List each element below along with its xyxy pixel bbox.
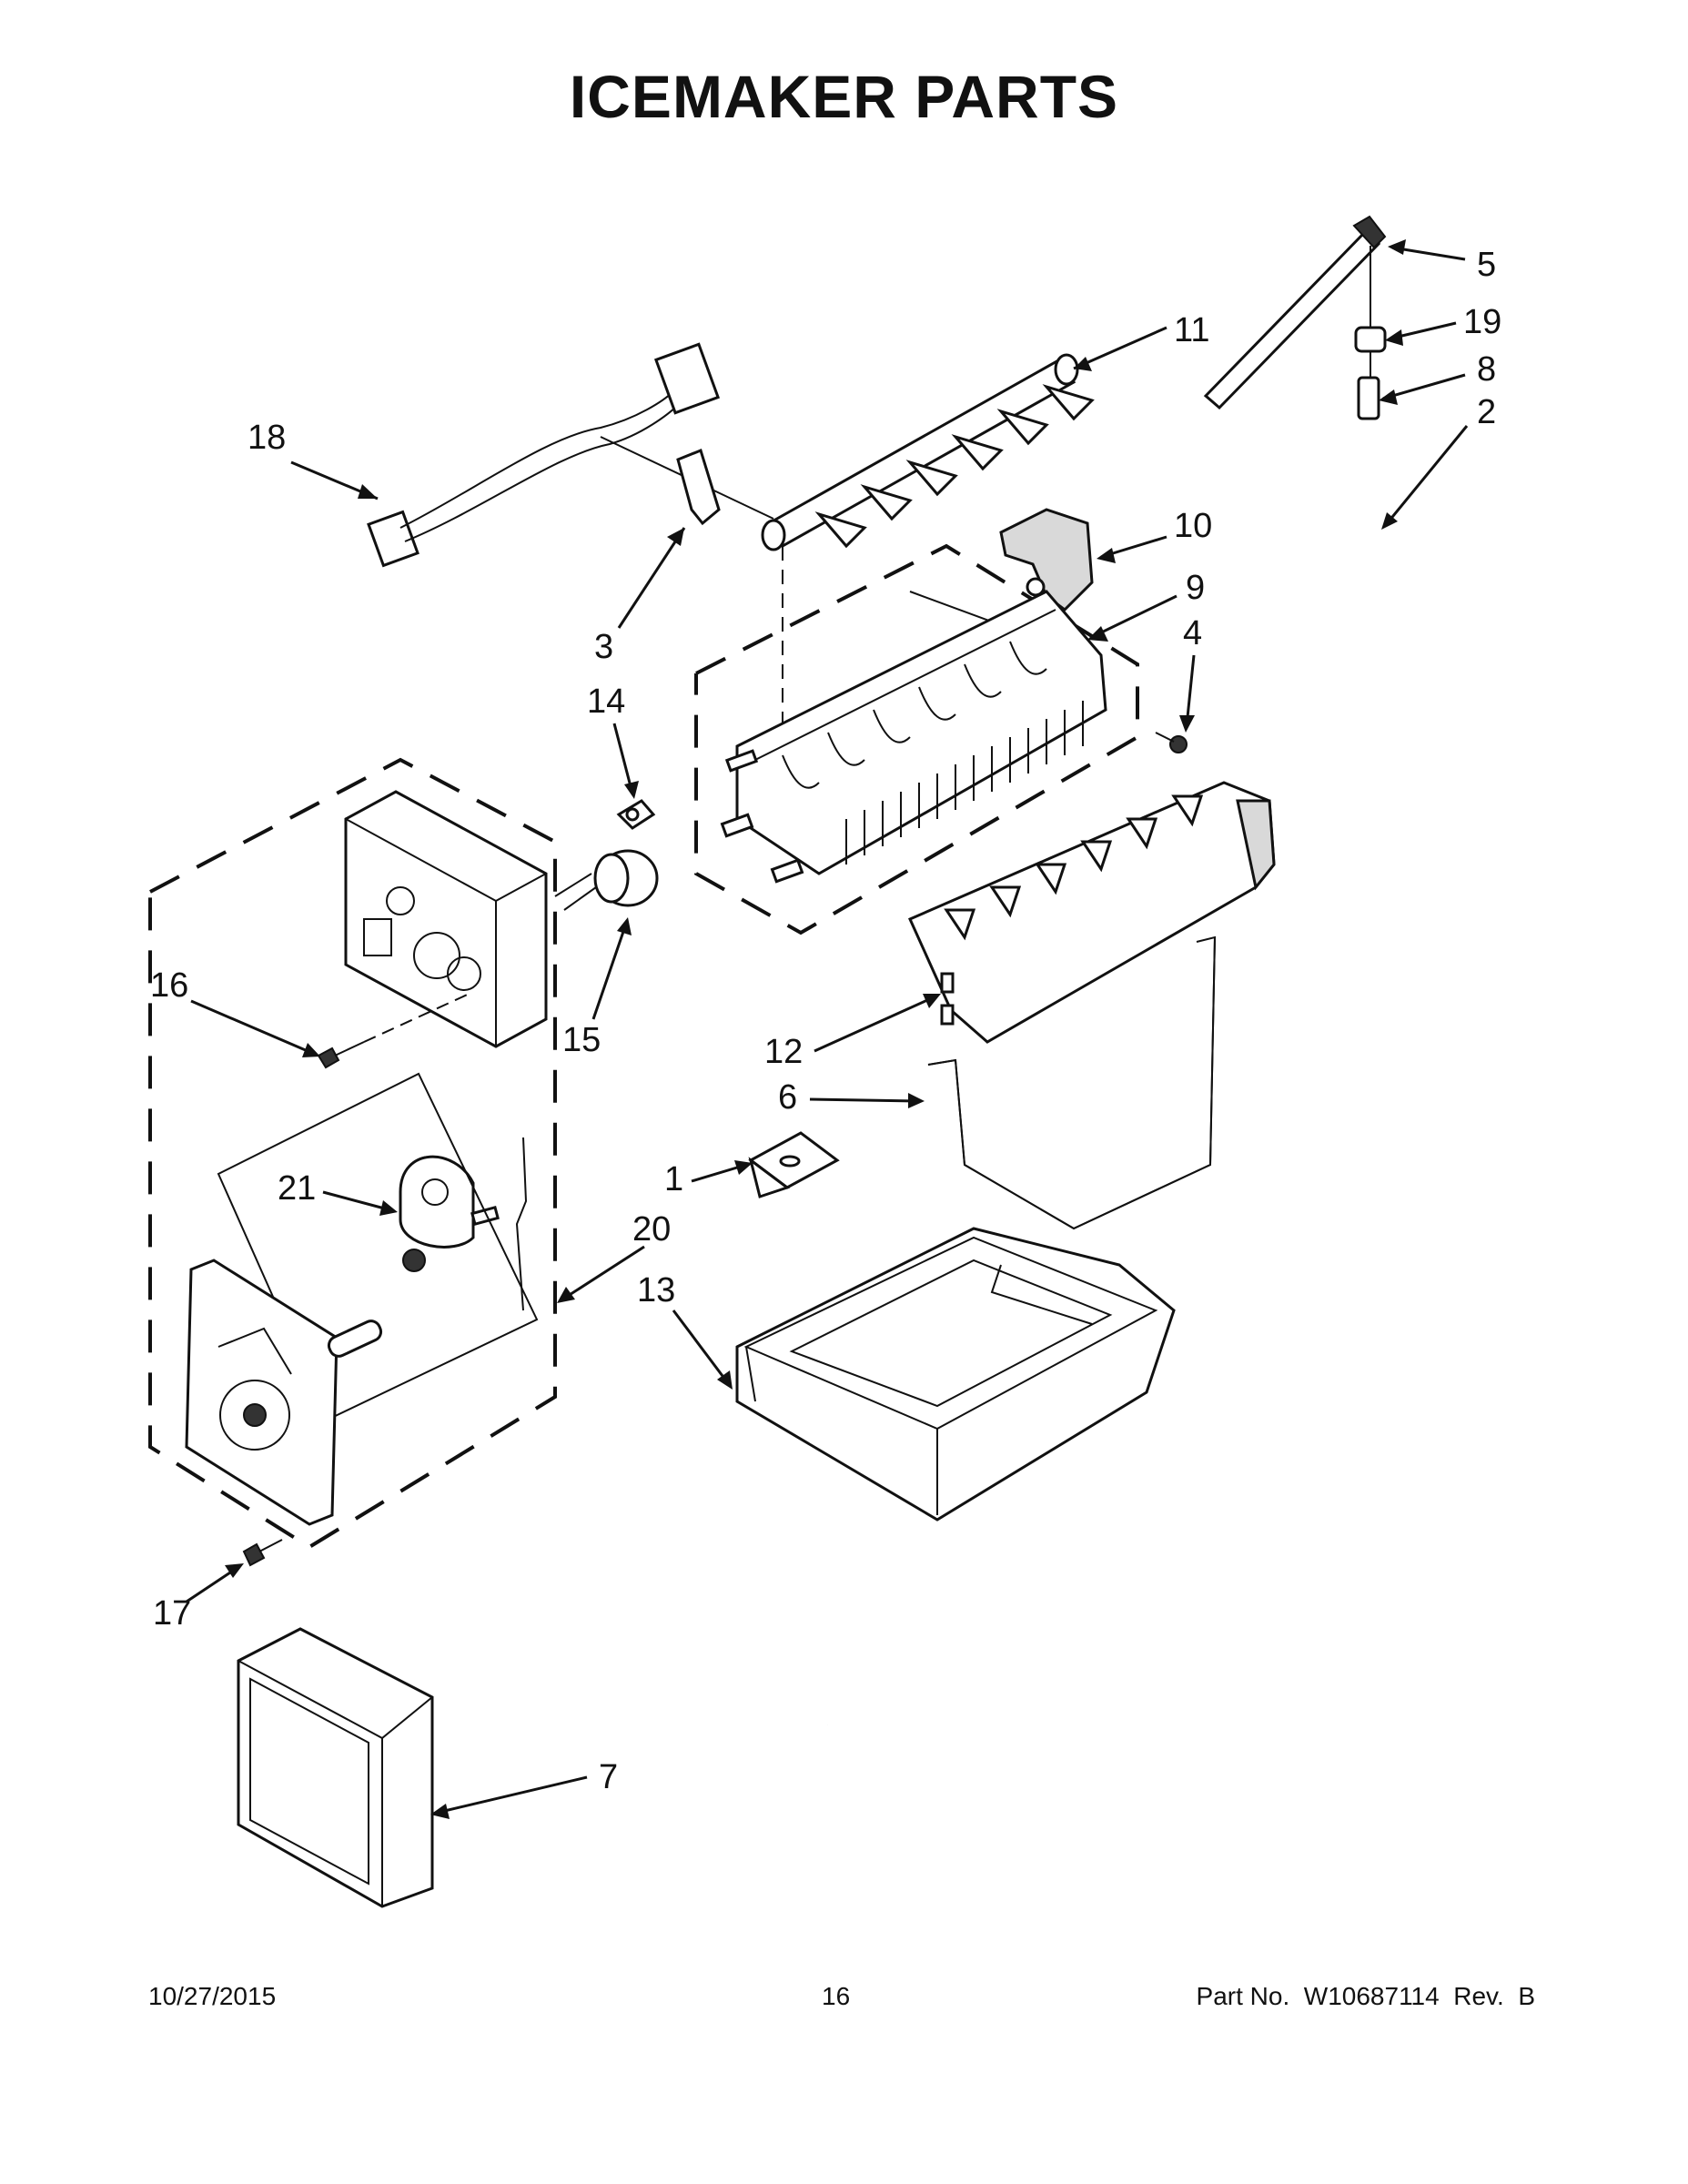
water-tube-part xyxy=(826,437,1371,1909)
svg-text:3: 3 xyxy=(594,628,613,666)
callout-10: 10 xyxy=(1097,507,1212,563)
callout-5: 5 xyxy=(1388,239,1496,284)
callout-15: 15 xyxy=(562,917,632,1059)
icemaker-mold-part xyxy=(720,590,1107,884)
svg-text:20: 20 xyxy=(632,1210,671,1249)
callout-8: 8 xyxy=(1379,350,1496,405)
footer-date: 10/27/2015 xyxy=(148,1982,277,2010)
bracket-part xyxy=(999,508,1094,612)
svg-text:17: 17 xyxy=(153,1594,191,1633)
callout-14: 14 xyxy=(587,682,639,799)
mold-cover-part xyxy=(908,781,1276,1044)
callout-3: 3 xyxy=(594,527,686,666)
svg-text:13: 13 xyxy=(637,1271,675,1309)
ice-bin-part xyxy=(735,1227,1176,1522)
page-title: ICEMAKER PARTS xyxy=(569,63,1119,130)
thermostat-part xyxy=(554,849,659,911)
control-housing-part xyxy=(344,790,548,1048)
cover-box-part xyxy=(237,1627,434,1908)
callout-16: 16 xyxy=(150,966,320,1057)
svg-text:16: 16 xyxy=(150,966,188,1005)
callout-4: 4 xyxy=(1179,614,1202,733)
screw-part-16 xyxy=(317,991,474,1069)
callout-13: 13 xyxy=(637,1271,733,1390)
svg-text:15: 15 xyxy=(562,1021,601,1059)
callout-21: 21 xyxy=(278,1169,398,1216)
callout-7: 7 xyxy=(430,1758,618,1819)
callout-17: 17 xyxy=(153,1563,244,1633)
callout-11: 11 xyxy=(1073,311,1209,371)
callout-12: 12 xyxy=(764,994,941,1071)
small-bracket-part xyxy=(748,1131,840,1198)
callout-1: 1 xyxy=(664,1160,753,1198)
svg-text:5: 5 xyxy=(1477,246,1496,284)
callout-19: 19 xyxy=(1385,303,1501,346)
svg-text:18: 18 xyxy=(248,419,286,457)
svg-text:14: 14 xyxy=(587,682,625,721)
footer-page-number: 16 xyxy=(822,1982,851,2010)
svg-text:7: 7 xyxy=(599,1758,618,1796)
svg-text:2: 2 xyxy=(1477,393,1496,431)
callout-20: 20 xyxy=(557,1210,671,1303)
fill-tube-part xyxy=(1203,215,1387,410)
feeler-arm-part xyxy=(927,935,1217,1230)
footer-part-number: Part No. W10687114 Rev. B xyxy=(1196,1982,1535,2010)
connector-part xyxy=(1357,351,1380,420)
wire-clip-part xyxy=(616,799,656,830)
svg-text:19: 19 xyxy=(1463,303,1501,341)
svg-text:1: 1 xyxy=(664,1160,683,1198)
callout-18: 18 xyxy=(248,419,379,500)
svg-text:4: 4 xyxy=(1183,614,1202,652)
svg-text:10: 10 xyxy=(1174,507,1212,545)
callout-9: 9 xyxy=(1087,569,1205,642)
clip-part xyxy=(676,449,721,526)
control-housing-outline xyxy=(148,757,557,1550)
svg-text:11: 11 xyxy=(1174,311,1209,349)
callout-6: 6 xyxy=(778,1078,925,1117)
motor-part xyxy=(399,1155,500,1272)
motor-wire-part xyxy=(515,1137,528,1311)
icemaker-assembly-outline xyxy=(694,543,1139,935)
screw-part-17 xyxy=(242,1539,283,1567)
svg-text:21: 21 xyxy=(278,1169,316,1208)
wire-harness-part xyxy=(367,342,774,568)
svg-text:6: 6 xyxy=(778,1078,797,1117)
svg-text:8: 8 xyxy=(1477,350,1496,389)
module-plate-part xyxy=(185,1072,539,1526)
screw-part-4 xyxy=(1155,732,1188,753)
svg-text:9: 9 xyxy=(1186,569,1205,607)
svg-text:12: 12 xyxy=(764,1033,803,1071)
callout-2: 2 xyxy=(1381,393,1496,530)
